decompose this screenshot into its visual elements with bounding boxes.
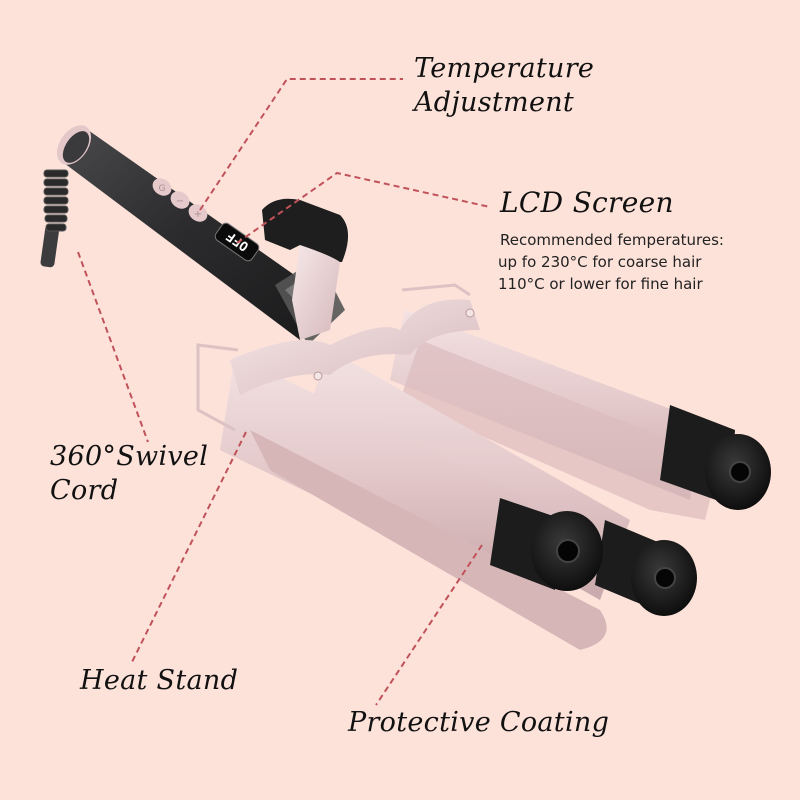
leader-coating <box>375 544 483 706</box>
plus-button <box>188 204 208 222</box>
tip-middle <box>595 520 697 616</box>
svg-text:G: G <box>159 184 166 194</box>
power-button <box>152 178 172 196</box>
leader-lcd <box>236 171 491 244</box>
leader-heat-stand <box>131 431 247 663</box>
temperature-label-line1: Temperature <box>414 53 595 84</box>
svg-text:−: − <box>176 196 184 207</box>
leader-swivel <box>77 251 149 443</box>
barrel-tips <box>490 405 771 616</box>
lcd-description: Recommended femperatures: up fo 230°C fo… <box>498 229 724 295</box>
barrels <box>196 283 720 650</box>
clamp-lever[interactable] <box>262 198 349 340</box>
lcd-screen-label: LCD Screen <box>500 186 674 220</box>
swivel-cord-label: 360°Swivel Cord <box>50 440 208 508</box>
leader-lines <box>77 78 491 706</box>
coating-title: Protective Coating <box>348 707 610 738</box>
lcd-desc-line3: 110°C or lower for fine hair <box>498 275 703 293</box>
control-buttons[interactable]: G − + <box>149 175 211 226</box>
heat-stand-title: Heat Stand <box>80 665 239 696</box>
minus-button <box>170 191 190 209</box>
lcd-desc-line2: up fo 230°C for coarse hair <box>498 253 702 271</box>
tip-front <box>490 498 603 591</box>
heat-stand-label: Heat Stand <box>80 664 238 698</box>
swivel-label-line1: 360°Swivel <box>50 441 209 472</box>
power-cord <box>40 169 69 268</box>
lcd-desc-line1: Recommended femperatures: <box>500 231 724 249</box>
temperature-label-line2: Adjustment <box>414 87 575 118</box>
tip-back <box>660 405 771 510</box>
lcd-title: LCD Screen <box>500 186 674 219</box>
temperature-adjustment-label: Temperature Adjustment <box>414 52 594 120</box>
protective-coating-label: Protective Coating <box>348 706 609 740</box>
svg-text:+: + <box>194 209 202 220</box>
swivel-label-line2: Cord <box>50 475 119 506</box>
leader-temperature <box>199 78 403 211</box>
